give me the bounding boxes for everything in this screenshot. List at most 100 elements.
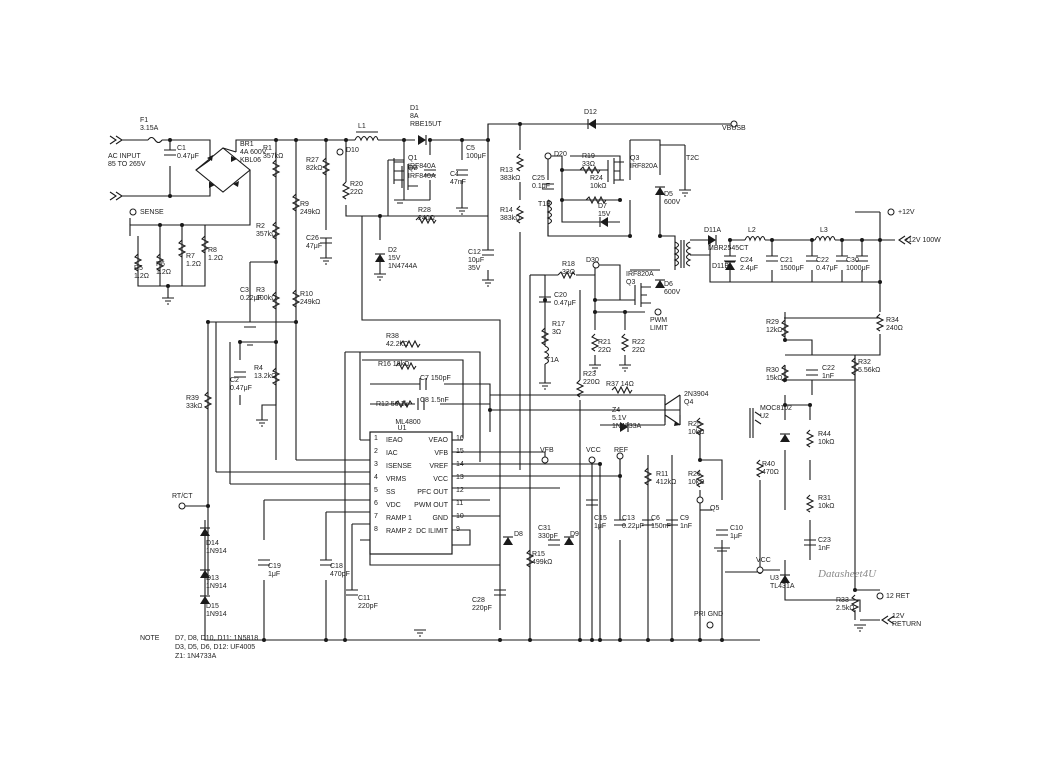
- watermark: Datasheet4U: [817, 568, 877, 580]
- transformer-symbol: [543, 199, 692, 365]
- label-d11b: D11B: [712, 263, 729, 270]
- ic-pin-num-13: 13: [456, 474, 464, 481]
- notes-line-3: Z1: 1N4733A: [175, 653, 217, 660]
- notes-block: NOTE D7, D8, D10, D11: 1N5818 D3, D5, D6…: [140, 635, 258, 660]
- label-t1b: T1B: [538, 201, 551, 208]
- ic-pin-num-10: 10: [456, 513, 464, 520]
- label-r37: R37 14Ω: [606, 381, 634, 388]
- ic-pin-name-2: IAC: [386, 450, 398, 457]
- label-d8: D8: [514, 531, 523, 538]
- label-l2: L2: [748, 227, 756, 234]
- ic-pin-name-10: GND: [432, 515, 448, 522]
- ic-pin-name-13: VCC: [433, 476, 448, 483]
- label-r12: R12 56.1k: [376, 401, 408, 408]
- ic-pin-num-3: 3: [374, 461, 378, 468]
- ic-pin-num-11: 11: [456, 500, 463, 507]
- ic-pin-name-15: VFB: [434, 450, 448, 457]
- capacitor-symbols: [164, 149, 868, 596]
- ic-pin-num-16: 16: [456, 435, 464, 442]
- ic-pin-name-5: SS: [386, 489, 396, 496]
- ic-pin-num-4: 4: [374, 474, 378, 481]
- ic-pin-name-7: RAMP 1: [386, 515, 412, 522]
- ic-pin-name-16: VEAO: [429, 437, 449, 444]
- ic-pin-num-7: 7: [374, 513, 378, 520]
- terminal-plus12v: +12V: [898, 209, 915, 216]
- terminal-rret: 12 RET: [886, 593, 910, 600]
- ic-pin-name-9: DC ILIMIT: [416, 528, 449, 535]
- fuse-symbol: [147, 136, 163, 144]
- ic-pin-num-15: 15: [456, 448, 464, 455]
- ic-pin-num-2: 2: [374, 448, 378, 455]
- terminal-markers: [129, 120, 912, 629]
- label-d10: D10: [346, 147, 359, 154]
- ic-pin-name-12: PFC OUT: [417, 489, 448, 496]
- terminal-rtct: RT/CT: [172, 493, 193, 500]
- ic-pin-num-5: 5: [374, 487, 378, 494]
- label-d30: D30: [586, 257, 599, 264]
- ic-pin-name-14: VREF: [429, 463, 448, 470]
- notes-line-1: D7, D8, D10, D11: 1N5818: [175, 635, 258, 642]
- label-d12: D12: [584, 109, 597, 116]
- label-d9: D9: [570, 531, 579, 538]
- terminal-vcc2: VCC: [756, 557, 771, 564]
- label-t2c: T2C: [686, 155, 699, 162]
- ic-pin-name-11: PWM OUT: [414, 502, 449, 509]
- ic-part-label: ML4800: [395, 419, 420, 426]
- label-mbr: MBR2545CT: [708, 245, 749, 252]
- terminal-vfb: VFB: [540, 447, 554, 454]
- ic-pin-num-1: 1: [374, 435, 378, 442]
- ac-input-connector: [109, 135, 123, 201]
